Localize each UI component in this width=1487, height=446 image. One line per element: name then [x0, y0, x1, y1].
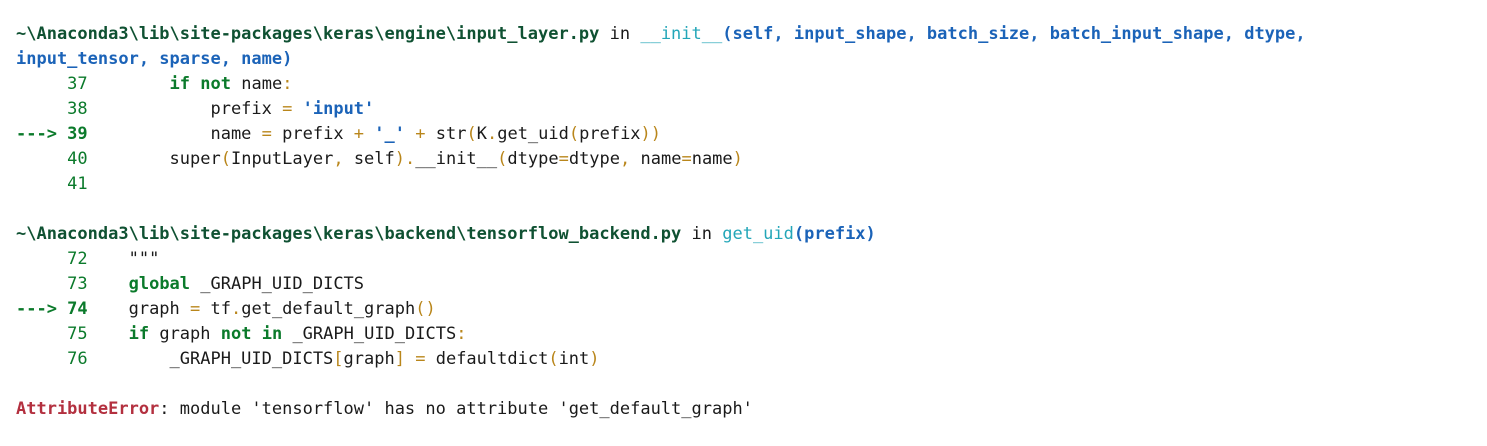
error-line: AttributeError: module 'tensorflow' has … — [16, 397, 1476, 422]
line-number: 73 — [16, 274, 88, 294]
signature: (self, input_shape, batch_size, batch_in… — [722, 24, 1306, 44]
code-line: 40 super(InputLayer, self).__init__(dtyp… — [16, 149, 743, 169]
signature: (prefix) — [793, 224, 876, 244]
function-name: __init__ — [640, 24, 723, 44]
in-word: in — [681, 224, 723, 244]
code-line: 75 if graph not in _GRAPH_UID_DICTS: — [16, 324, 467, 344]
line-number: 38 — [16, 99, 88, 119]
frame-header: ~\Anaconda3\lib\site-packages\keras\back… — [16, 222, 1476, 247]
code-line: 41 — [16, 172, 1476, 197]
frame-header: ~\Anaconda3\lib\site-packages\keras\engi… — [16, 22, 1476, 47]
current-line-marker: ---> 39 — [16, 124, 88, 144]
error-type: AttributeError — [16, 399, 160, 419]
code-line: 76 _GRAPH_UID_DICTS[graph] = defaultdict… — [16, 349, 600, 369]
file-path: ~\Anaconda3\lib\site-packages\keras\back… — [16, 224, 682, 244]
current-line-marker: ---> 74 — [16, 299, 88, 319]
code-line: 72 """ — [16, 249, 160, 269]
line-number: 76 — [16, 349, 88, 369]
code-line: 37 if not name: — [16, 74, 293, 94]
error-message: : module 'tensorflow' has no attribute '… — [159, 399, 753, 419]
line-number: 40 — [16, 149, 88, 169]
code-line-current: ---> 39 name = prefix + '_' + str(K.get_… — [16, 124, 662, 144]
line-number: 41 — [16, 174, 88, 194]
frame-header-cont: input_tensor, sparse, name) — [16, 47, 1476, 72]
function-name: get_uid — [722, 224, 794, 244]
signature-cont: input_tensor, sparse, name) — [16, 49, 293, 69]
in-word: in — [599, 24, 641, 44]
file-path: ~\Anaconda3\lib\site-packages\keras\engi… — [16, 24, 600, 44]
line-number: 37 — [16, 74, 88, 94]
code-line-current: ---> 74 graph = tf.get_default_graph() — [16, 299, 436, 319]
code-line: 73 global _GRAPH_UID_DICTS — [16, 274, 365, 294]
traceback-output: ~\Anaconda3\lib\site-packages\keras\engi… — [16, 22, 1476, 422]
code-line: 38 prefix = 'input' — [16, 99, 375, 119]
line-number: 75 — [16, 324, 88, 344]
line-number: 72 — [16, 249, 88, 269]
